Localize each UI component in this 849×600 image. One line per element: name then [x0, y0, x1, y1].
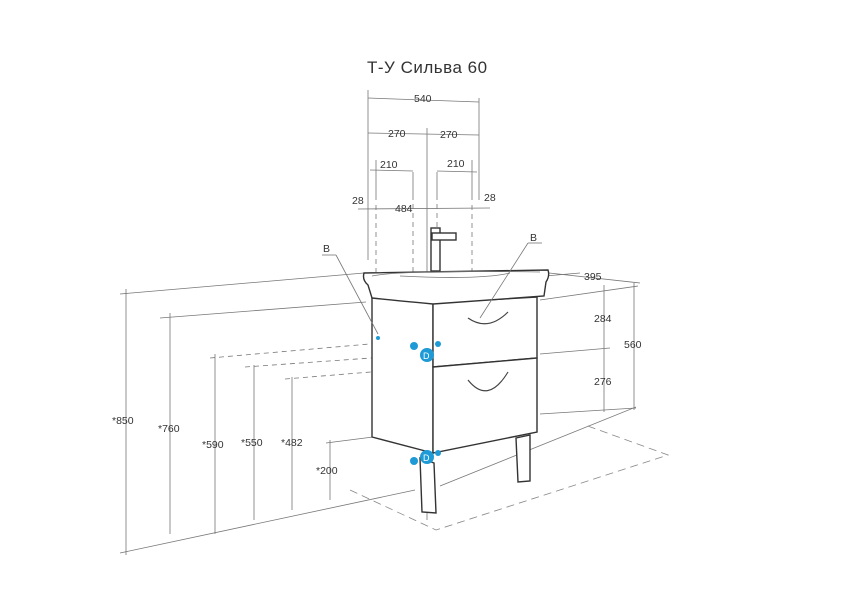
- dim-total-height: *850: [112, 415, 134, 427]
- b-leaders: [322, 242, 542, 335]
- marker-b-left: B: [323, 243, 330, 255]
- dim-half-left: 270: [388, 128, 406, 140]
- right-height-dimension-lines: [603, 283, 635, 412]
- left-height-dimension-lines: [125, 289, 331, 555]
- dim-side-left: 28: [352, 195, 364, 207]
- dim-pipe-482: *482: [281, 437, 303, 449]
- marker-b-right: B: [530, 232, 537, 244]
- dim-body-height: 560: [624, 339, 642, 351]
- dim-drawer-bottom-height: 276: [594, 376, 612, 388]
- marker-d-bottom: D: [423, 453, 430, 463]
- diagram-title-text: Т-У Сильва 60: [367, 58, 488, 77]
- marker-d-top: D: [423, 351, 430, 361]
- connection-markers: [376, 336, 441, 465]
- dim-pipe-590: *590: [202, 439, 224, 451]
- dim-inner-width: 484: [395, 203, 413, 215]
- vanity-cabinet: [371, 296, 538, 514]
- dim-offset-right: 210: [447, 158, 465, 170]
- dim-offset-left: 210: [380, 159, 398, 171]
- dim-sink-height: *760: [158, 423, 180, 435]
- dim-floor-gap: *200: [316, 465, 338, 477]
- dim-drawer-top-height: 284: [594, 313, 612, 325]
- dim-depth: 395: [584, 271, 602, 283]
- faucet: [430, 227, 457, 272]
- dim-side-right: 28: [484, 192, 496, 204]
- dim-pipe-550: *550: [241, 437, 263, 449]
- dim-half-right: 270: [440, 129, 458, 141]
- dim-overall-width: 540: [414, 93, 432, 105]
